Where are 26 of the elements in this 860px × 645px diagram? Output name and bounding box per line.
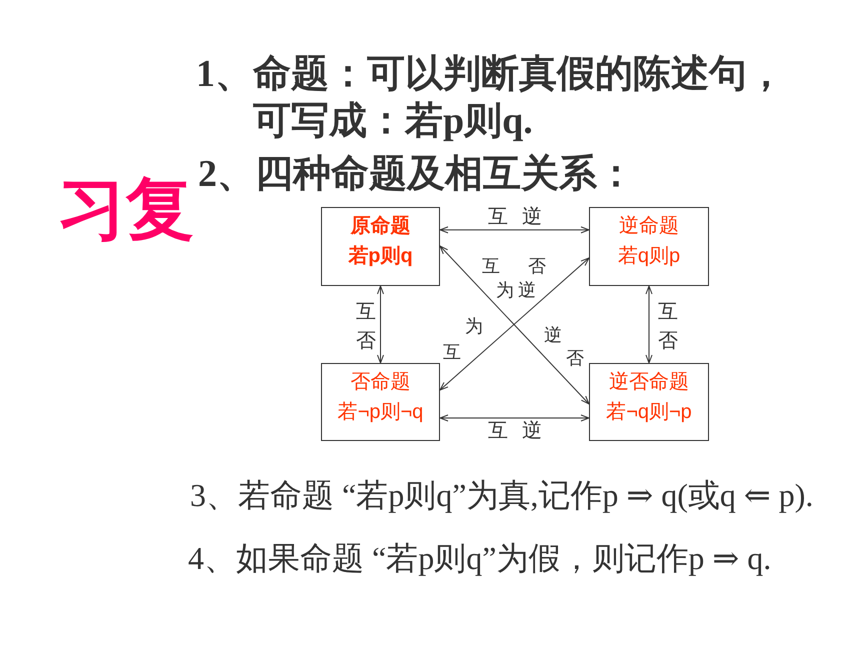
statement-text: 3、若命题 “若p则q”为真,记作p ⇒ q(或q ⇐ p). [190, 476, 814, 514]
formula: 若¬p则¬q [336, 400, 424, 425]
proposition-box [321, 363, 440, 441]
proposition-box [321, 207, 440, 286]
edge-label: 互为逆否 [442, 315, 584, 369]
statement-text: 4、如果命题 “若p则q”为假，则记作p ⇒ q. [188, 539, 772, 577]
proposition-box [589, 363, 709, 441]
formula: 若¬q则¬p [605, 400, 693, 425]
proposition-box [589, 207, 709, 286]
title: 习复 [58, 170, 194, 249]
double-arrow [377, 286, 384, 364]
double-arrow [646, 286, 652, 364]
edge-label: 互 逆 [488, 420, 542, 442]
heading: 逆命题 [618, 214, 680, 239]
heading: 逆否命题 [608, 370, 690, 395]
formula: 若p则q [347, 244, 414, 269]
double-arrow [440, 414, 590, 422]
statement-text: 2、四种命题及相互关系： [198, 152, 635, 197]
double-arrow [440, 226, 590, 234]
formula: 若q则p [616, 244, 682, 269]
heading: 原命题 [349, 214, 412, 239]
double-arrow [440, 258, 590, 390]
statement-text: 1、命题：可以判断真假的陈述句，可写成：若p则q. [196, 52, 786, 144]
double-arrow [440, 246, 590, 404]
edge-label: 互 逆 [488, 206, 542, 228]
heading: 否命题 [350, 370, 412, 395]
